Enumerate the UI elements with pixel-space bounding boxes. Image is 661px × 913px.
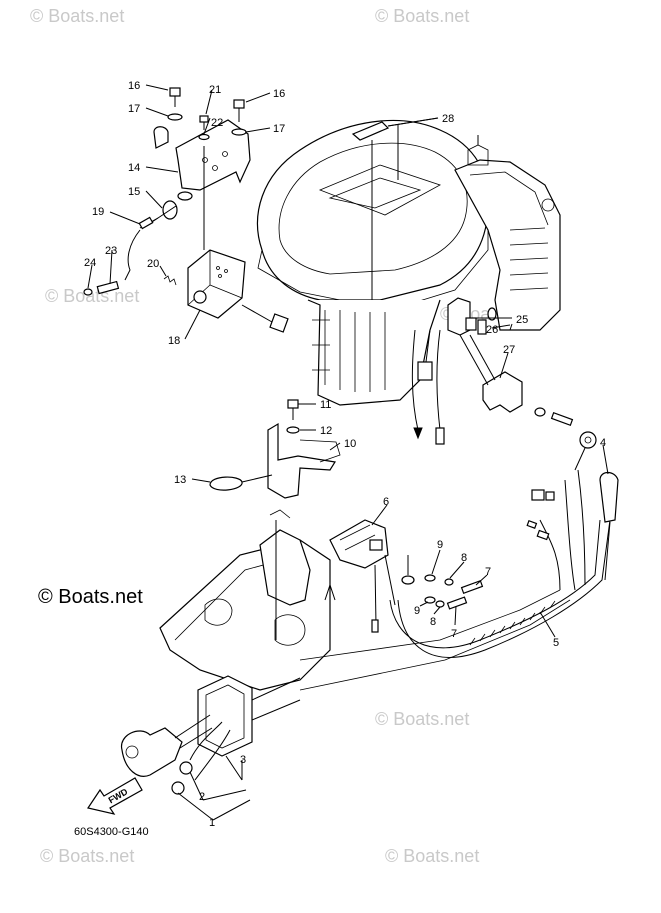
callout-10: 10	[344, 438, 356, 450]
watermark-main: © Boats.net	[38, 586, 143, 608]
callout-25: 25	[516, 314, 528, 326]
callout-12: 12	[320, 425, 332, 437]
callout-1: 1	[209, 817, 215, 829]
callout-labels: 16 17 21 22 16 17 28 14 15 19 23 24 20 1…	[84, 80, 606, 829]
watermark-bottom-left: © Boats.net	[40, 846, 134, 866]
callout-16: 16	[128, 80, 140, 92]
watermark-top-left: © Boats.net	[30, 6, 124, 26]
bracket-assembly	[83, 87, 289, 333]
callout-13: 13	[174, 474, 186, 486]
engine-block	[256, 119, 561, 445]
callout-18: 18	[168, 335, 180, 347]
leader-lines	[87, 84, 609, 821]
callout-6: 6	[383, 496, 389, 508]
callout-23: 23	[105, 245, 117, 257]
cable-part-4	[574, 431, 619, 581]
callout-17: 17	[128, 103, 140, 115]
callout-15: 15	[128, 186, 140, 198]
callout-27: 27	[503, 344, 515, 356]
callout-22: 22	[211, 117, 223, 129]
watermark-low-right: © Boats.net	[375, 709, 469, 729]
callout-14: 14	[128, 162, 140, 174]
harness-part-5	[389, 469, 611, 658]
callout-16: 16	[273, 88, 285, 100]
callout-28: 28	[442, 113, 454, 125]
callout-7: 7	[451, 628, 457, 640]
diagram-code: 60S4300-G140	[74, 826, 149, 838]
fwd-arrow: FWD	[87, 777, 143, 815]
callout-8: 8	[461, 552, 467, 564]
callout-19: 19	[92, 206, 104, 218]
callout-9: 9	[414, 605, 420, 617]
callout-4: 4	[600, 437, 606, 449]
grommet-cables	[121, 675, 301, 795]
watermark-top-right: © Boats.net	[375, 6, 469, 26]
callout-3: 3	[240, 754, 246, 766]
callout-24: 24	[84, 257, 96, 269]
bottom-cowling	[159, 509, 571, 691]
callout-2: 2	[199, 791, 205, 803]
middle-bracket	[209, 399, 341, 499]
hardware-7-8-9	[424, 574, 484, 610]
watermark-mid-left: © Boats.net	[45, 286, 139, 306]
rectifier-part-6	[329, 519, 415, 633]
watermark-bottom-right: © Boats.net	[385, 846, 479, 866]
callout-20: 20	[147, 258, 159, 270]
callout-21: 21	[209, 84, 221, 96]
callout-8: 8	[430, 616, 436, 628]
callout-26: 26	[486, 324, 498, 336]
callout-9: 9	[437, 539, 443, 551]
callout-5: 5	[553, 637, 559, 649]
callout-17: 17	[273, 123, 285, 135]
callout-11: 11	[320, 399, 331, 411]
callout-7: 7	[485, 566, 491, 578]
switch-assembly	[447, 297, 574, 427]
